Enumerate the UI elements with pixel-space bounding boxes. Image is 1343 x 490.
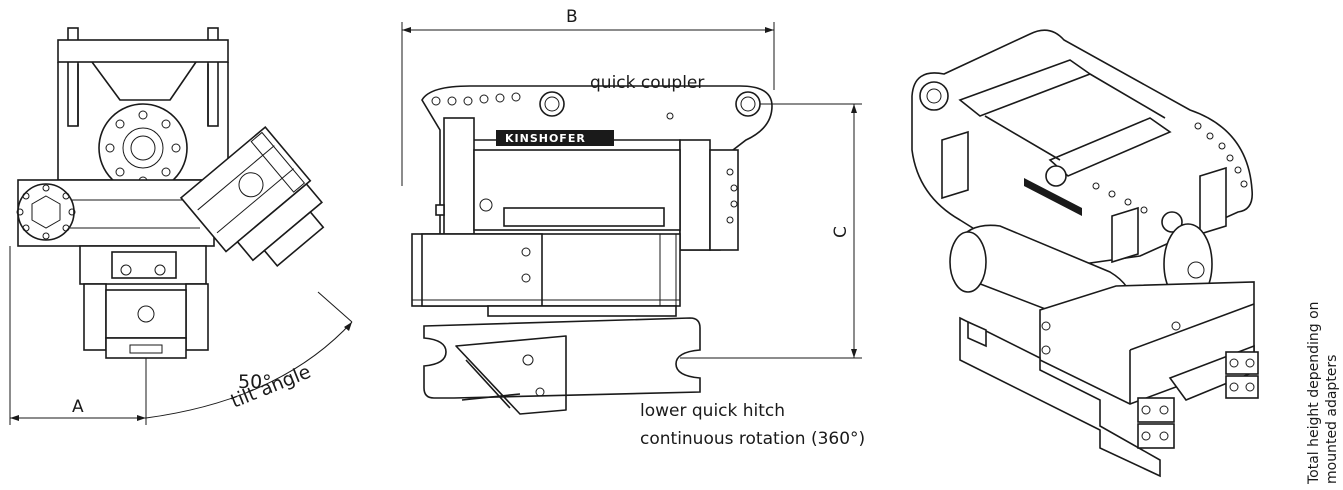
- tilt-degree-label: 50°: [238, 371, 272, 393]
- side-view: B KINSHOFER: [401, 7, 865, 449]
- side-note-line1: Total height depending on: [1306, 301, 1322, 485]
- lower-hitch-label: lower quick hitch: [640, 401, 785, 421]
- tilt-angle-label: tilt angle: [228, 361, 314, 413]
- side-note-line2: mounted adapters: [1324, 355, 1340, 484]
- dim-c-label: C: [831, 226, 851, 238]
- brand-plate: KINSHOFER: [505, 132, 586, 145]
- isometric-view: [911, 29, 1259, 478]
- dim-b-label: B: [566, 7, 578, 27]
- dim-a-label: A: [72, 397, 84, 417]
- rotation-label: continuous rotation (360°): [640, 429, 865, 449]
- quick-coupler-label: quick coupler: [590, 73, 704, 93]
- front-view: A 50° tilt angle: [9, 27, 353, 425]
